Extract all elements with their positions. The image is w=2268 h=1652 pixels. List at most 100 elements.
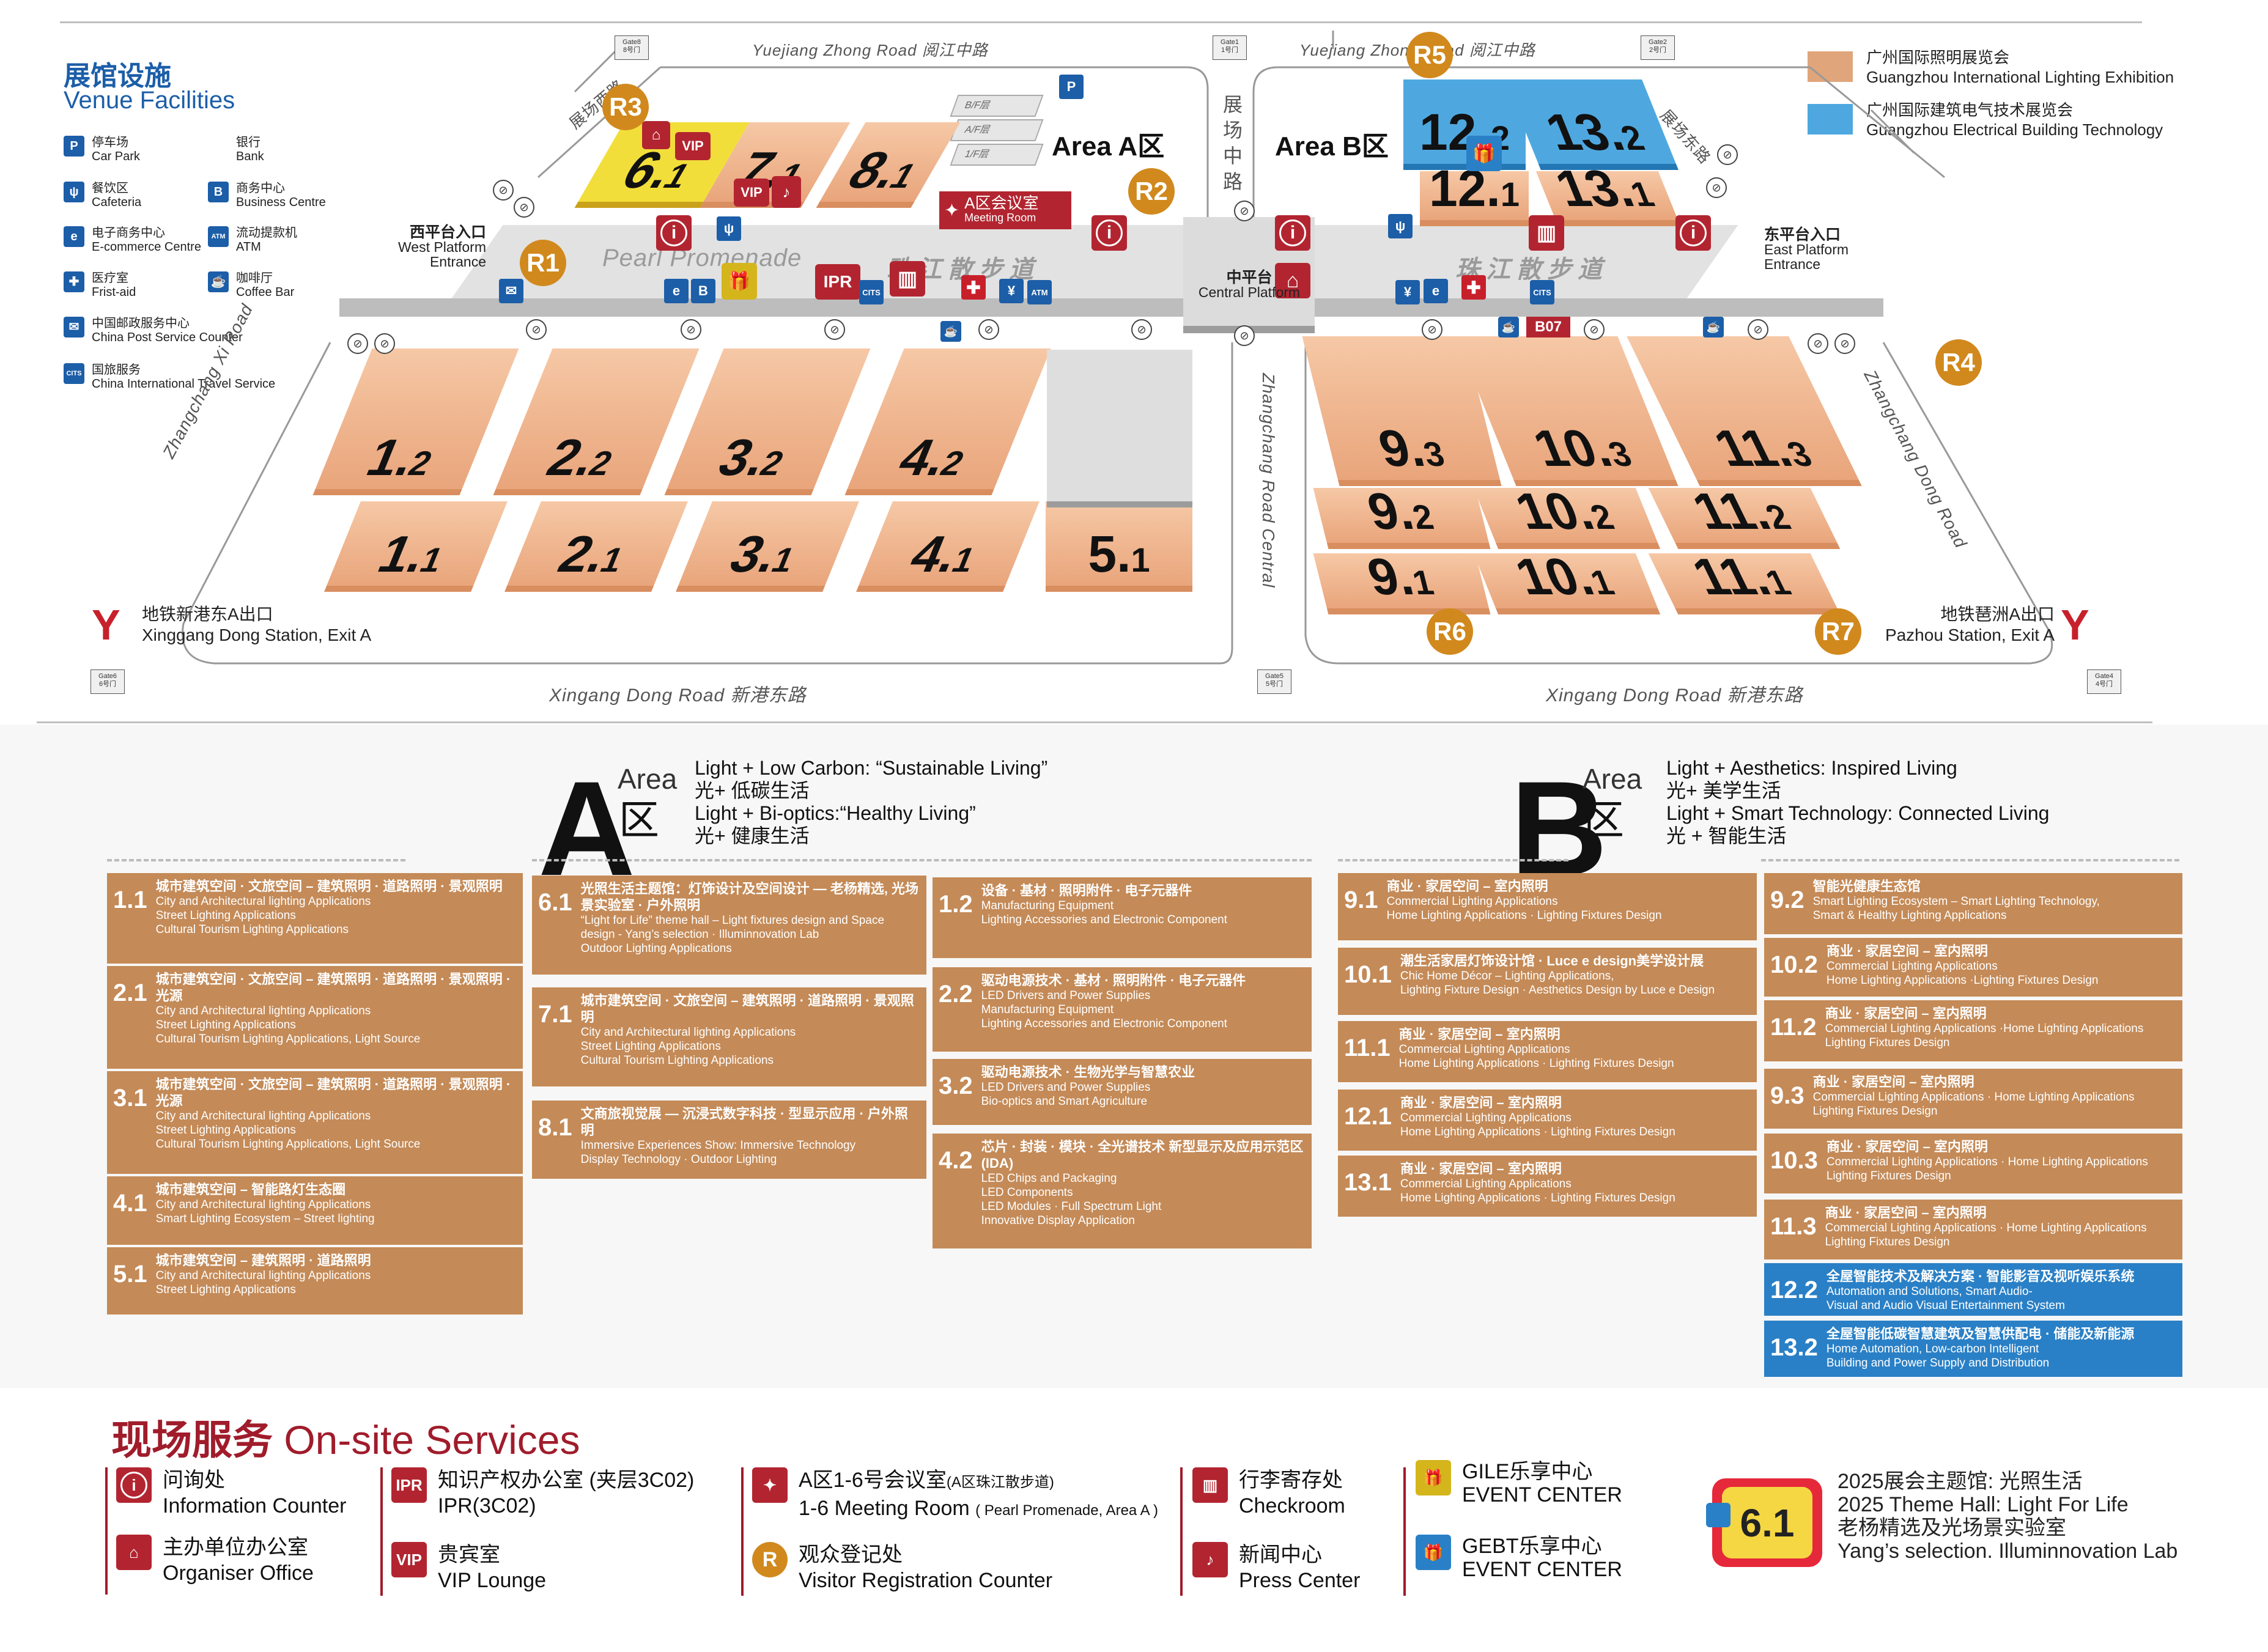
services-bar xyxy=(380,1467,383,1596)
meeting-room-icon: ✦ xyxy=(752,1467,788,1503)
checkroom-icon[interactable]: ▥ xyxy=(890,261,925,297)
hall-10-2[interactable]: 10.2 xyxy=(1473,482,1661,549)
facility-icon: ATM xyxy=(208,226,229,247)
card-line-en: Home Automation, Low-carbon Intelligent xyxy=(1826,1343,2039,1355)
press-center-icon[interactable]: ♪ xyxy=(772,176,801,208)
organiser-office-icon[interactable]: ⌂ xyxy=(1275,263,1310,298)
theme-hall-text: 2025展会主题馆: 光照生活 2025 Theme Hall: Light F… xyxy=(1838,1470,2178,1563)
bank-icon[interactable]: ¥ xyxy=(1395,280,1420,304)
card-title-cn: 智能光健康生态馆 xyxy=(1812,879,1921,894)
facility-label-cn: 餐饮区 xyxy=(92,182,128,195)
card-title-cn: 商业 · 家居空间 – 室内照明 xyxy=(1386,879,1548,894)
zone-b-divider xyxy=(1761,859,2179,861)
registration-r4-badge[interactable]: R4 xyxy=(1935,339,1982,386)
hall-9-2[interactable]: 9.2 xyxy=(1313,482,1491,549)
card-line-en: Cultural Tourism Lighting Applications, … xyxy=(155,1033,421,1045)
meeting-room-en: Meeting Room xyxy=(964,212,1036,224)
no-entry-icon: ⊘ xyxy=(374,333,395,354)
first-aid-icon[interactable]: ✚ xyxy=(961,275,986,300)
registration-r2-badge[interactable]: R2 xyxy=(1128,168,1175,215)
facility-icon: CITS xyxy=(64,363,84,384)
atm-icon[interactable]: ATM xyxy=(1027,280,1052,304)
registration-r3-badge[interactable]: R3 xyxy=(602,84,649,130)
gile-event-center-icon[interactable]: 🎁 xyxy=(722,263,757,300)
services-bar xyxy=(741,1467,744,1596)
cits-icon[interactable]: CITS xyxy=(1530,280,1554,304)
hall-5-1[interactable]: 5.1 xyxy=(1046,501,1192,592)
car-park-icon[interactable]: P xyxy=(1059,75,1084,99)
card-line-en: Street Lighting Applications xyxy=(155,1283,296,1296)
info-counter-icon[interactable]: i xyxy=(1675,215,1711,251)
ecommerce-icon[interactable]: e xyxy=(1424,279,1448,303)
card-line-en: Cultural Tourism Lighting Applications xyxy=(580,1054,774,1067)
road-central-cn: 展场中路 xyxy=(1223,94,1244,193)
info-counter-icon[interactable]: i xyxy=(656,215,692,251)
checkroom-icon[interactable]: ▥ xyxy=(1529,215,1564,251)
lighting-exhibition-cn: 广州国际照明展览会 xyxy=(1866,48,2010,67)
card-number: 10.2 xyxy=(1770,951,1818,978)
hall-9-1[interactable]: 9.1 xyxy=(1313,548,1491,614)
card-line-en: Commercial Lighting Applications · Home … xyxy=(1826,1156,2148,1168)
organiser-office-icon[interactable]: ⌂ xyxy=(642,121,670,149)
floor-bf: B/F层 xyxy=(950,95,1044,117)
hall-11-1[interactable]: 11.1 xyxy=(1648,548,1841,614)
vip-lounge-icon[interactable]: VIP xyxy=(675,132,711,160)
gebt-event-center-icon[interactable]: 🎁 xyxy=(1466,136,1502,171)
info-counter-icon[interactable]: i xyxy=(1092,215,1127,251)
service-meeting-room[interactable]: ✦A区1-6号会议室(A区珠江散步道)1-6 Meeting Room ( Pe… xyxy=(752,1467,1158,1524)
cafeteria-icon[interactable]: ψ xyxy=(717,216,741,241)
hall-12-2[interactable]: 12.2 xyxy=(1403,79,1526,170)
zone-b-divider xyxy=(1338,859,1568,861)
coffee-bar-icon[interactable]: ☕ xyxy=(1498,317,1519,337)
ipr-office-icon[interactable]: IPR xyxy=(815,264,860,300)
vip-lounge-icon[interactable]: VIP xyxy=(734,179,769,207)
registration-r7-badge[interactable]: R7 xyxy=(1815,608,1861,655)
card-line-en: Smart & Healthy Lighting Applications xyxy=(1812,909,2007,922)
business-centre-icon[interactable]: B xyxy=(691,279,715,303)
cafeteria-icon[interactable]: ψ xyxy=(1388,214,1413,238)
bank-icon[interactable]: ¥ xyxy=(999,279,1024,303)
card-title-cn: 芯片 · 封装 · 模块 · 全光谱技术 新型显示及应用示范区 (IDA) xyxy=(981,1139,1304,1171)
zone-b-line-1: Light + Aesthetics: Inspired Living xyxy=(1666,757,1957,779)
zone-b-qu: 区 xyxy=(1584,797,1624,843)
booth-b07[interactable]: B07 xyxy=(1526,317,1570,337)
info-counter-icon[interactable]: i xyxy=(1275,215,1310,251)
registration-r1-badge[interactable]: R1 xyxy=(520,240,566,286)
coffee-bar-icon[interactable]: ☕ xyxy=(1703,317,1724,337)
registration-r6-badge[interactable]: R6 xyxy=(1427,608,1473,655)
hall-12-1[interactable]: 12.1 xyxy=(1420,163,1529,226)
hall-10-1[interactable]: 10.1 xyxy=(1473,548,1661,614)
card-title-cn: 城市建筑空间 · 文旅空间 – 建筑照明 · 道路照明 · 景观照明 · 光源 xyxy=(155,1077,511,1108)
card-title-cn: 商业 · 家居空间 – 室内照明 xyxy=(1812,1074,1974,1090)
card-line-en: Visual and Audio Visual Entertainment Sy… xyxy=(1826,1299,2065,1312)
facility-label-cn: 银行 xyxy=(236,136,260,149)
facility-label-cn: 流动提款机 xyxy=(236,226,297,240)
cits-icon[interactable]: CITS xyxy=(859,280,884,304)
registration-r5-badge[interactable]: R5 xyxy=(1406,32,1453,78)
card-line-en: Home Lighting Applications · Lighting Fi… xyxy=(1386,909,1662,922)
first-aid-icon[interactable]: ✚ xyxy=(1461,275,1486,300)
info-icon: i xyxy=(116,1467,152,1503)
card-number: 13.2 xyxy=(1770,1334,1818,1361)
card-line-en: Building and Power Supply and Distributi… xyxy=(1826,1357,2050,1370)
card-number: 12.1 xyxy=(1344,1103,1392,1130)
coffee-bar-icon[interactable]: ☕ xyxy=(940,321,961,342)
hall-11-2[interactable]: 11.2 xyxy=(1648,482,1841,549)
ecommerce-icon[interactable]: e xyxy=(664,279,689,303)
china-post-icon[interactable]: ✉ xyxy=(499,279,523,303)
